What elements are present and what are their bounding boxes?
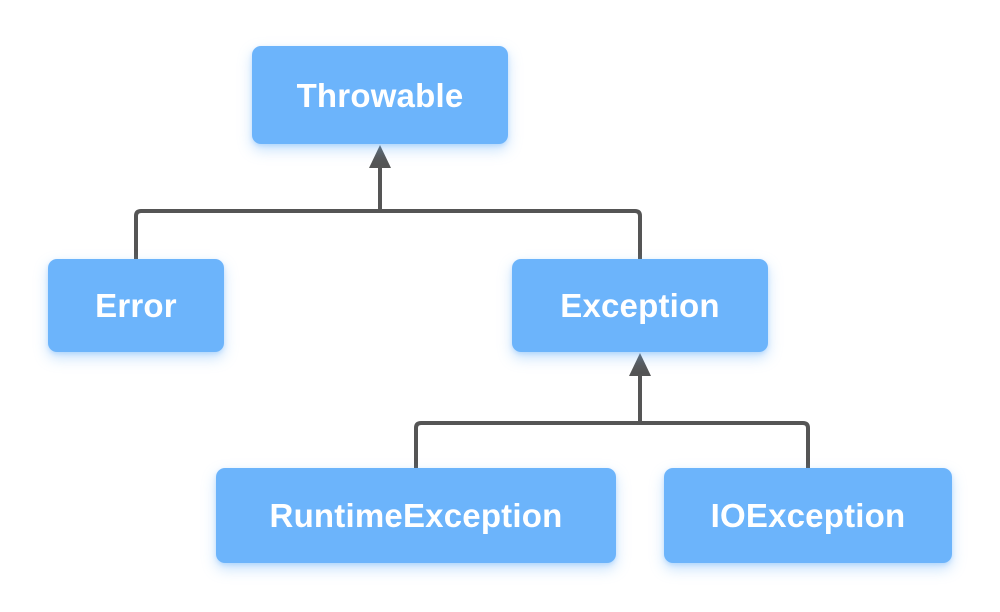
- edge-ioexception-to-exception: [640, 421, 810, 468]
- node-runtimeexception[interactable]: RuntimeException: [216, 468, 616, 563]
- node-exception-label: Exception: [560, 287, 720, 324]
- edge-runtimeexception-to-exception: [414, 421, 640, 468]
- node-runtimeexception-label: RuntimeException: [269, 497, 563, 534]
- node-exception[interactable]: Exception: [512, 259, 768, 352]
- connector-exception: [414, 353, 810, 468]
- node-ioexception[interactable]: IOException: [664, 468, 952, 563]
- node-throwable-label: Throwable: [296, 76, 464, 114]
- arrow-head-to-exception: [629, 353, 651, 376]
- node-error[interactable]: Error: [48, 259, 224, 352]
- node-error-label: Error: [95, 287, 177, 324]
- node-throwable[interactable]: Throwable: [252, 46, 508, 144]
- node-ioexception-label: IOException: [710, 497, 906, 534]
- arrow-head-to-throwable: [369, 145, 391, 168]
